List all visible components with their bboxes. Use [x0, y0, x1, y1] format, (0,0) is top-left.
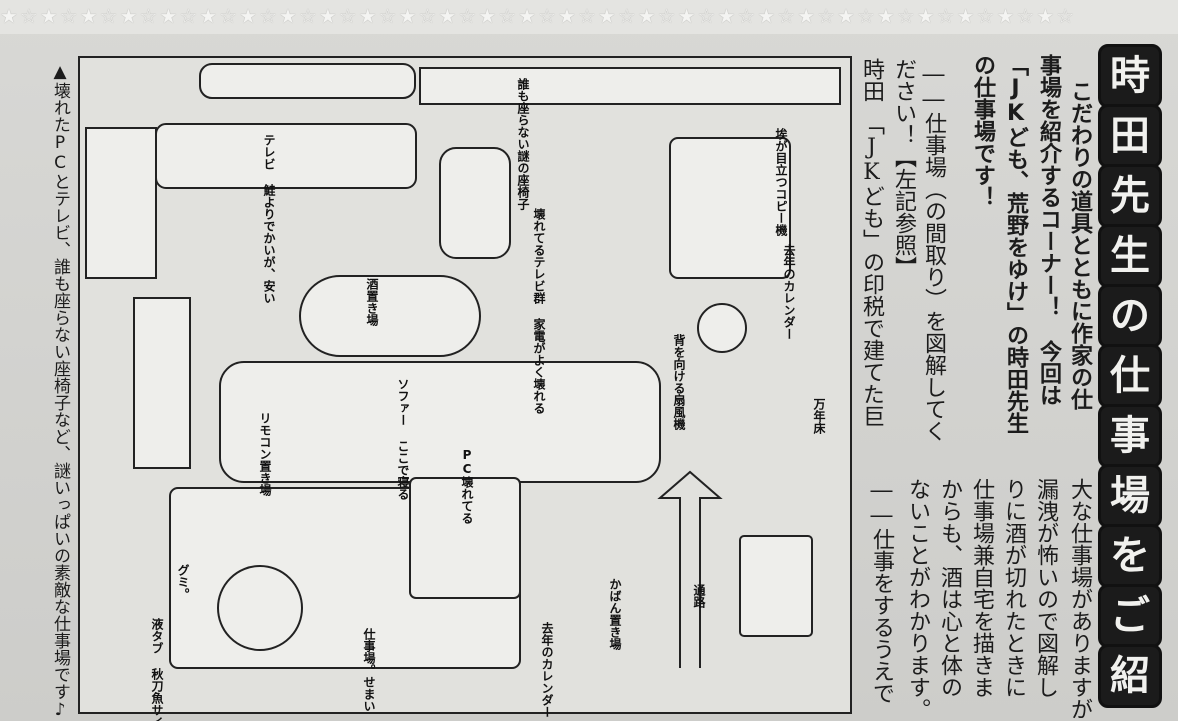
sofa-drawing — [219, 361, 661, 483]
body-line-6: りに酒が切れたときに — [1001, 478, 1026, 698]
body-line-4: 大な仕事場がありますが — [1067, 478, 1092, 720]
label-tv: テレビ 鮭よりでかいが、安い — [262, 134, 276, 304]
title-char: 時 — [1098, 44, 1162, 108]
title-char: 田 — [1098, 104, 1162, 168]
lead-line-4: の仕事場です！ — [970, 54, 995, 208]
title-char: 生 — [1098, 224, 1162, 288]
title-char: を — [1098, 524, 1162, 588]
title-column: 時 田 先 生 の 仕 事 場 を ご 紹 — [1098, 44, 1162, 721]
label-gummy: グミ。 — [176, 564, 190, 600]
lead-line-2: 事場を紹介するコーナー！ 今回は — [1036, 54, 1061, 406]
label-remote: リモコン置き場 — [258, 412, 272, 496]
body-line-3: 時田 「JKども」の印税で建てた巨 — [859, 58, 884, 427]
floor-plan-drawing — [85, 63, 841, 669]
label-sofa: ソファー ここで寝る — [396, 378, 410, 500]
label-tablet: 液タブ 秋刀魚サイズ — [150, 618, 164, 721]
label-liquor-shelf: 酒置き場 — [365, 278, 379, 326]
table-drawing — [299, 275, 481, 357]
chair-drawing — [439, 147, 511, 259]
lead-line-1: こだわりの道具とともに作家の仕 — [1067, 80, 1092, 410]
title-char: の — [1098, 284, 1162, 348]
label-workspace: 仕事場。せまい — [362, 628, 376, 712]
label-broken-tvs: 壊れてるテレビ群 家電がよく壊れる — [532, 208, 546, 414]
title-char: 紹 — [1098, 644, 1162, 708]
bookshelf — [133, 297, 191, 469]
title-char: 場 — [1098, 464, 1162, 528]
label-calendar-bottom: 去年のカレンダー — [540, 622, 554, 718]
body-line-5: 漏洩が怖いので図解し — [1033, 478, 1058, 698]
label-pc: PC壊れてる — [460, 448, 474, 524]
label-mystery-chair: 誰も座らない謎の座椅子 — [516, 78, 530, 210]
tv-drawing — [155, 123, 417, 189]
copier-drawing — [669, 137, 791, 279]
label-futon: 万年床 — [812, 398, 826, 434]
label-calendar-top: 去年のカレンダー — [782, 244, 796, 340]
title-char: 仕 — [1098, 344, 1162, 408]
body-line-9: ないことがわかります。 — [905, 478, 930, 720]
label-fan: 背を向ける扇風機 — [672, 334, 686, 430]
top-shelf — [199, 63, 416, 99]
title-char: 事 — [1098, 404, 1162, 468]
body-line-8: からも、酒は心と体の — [937, 478, 962, 698]
label-copier: 埃が目立つコピー機 — [774, 128, 788, 236]
label-aisle: 通路 — [692, 584, 706, 608]
fan-drawing — [697, 303, 747, 353]
title-char: ご — [1098, 584, 1162, 648]
book-stack — [739, 535, 813, 637]
aisle-arrow — [657, 470, 723, 668]
title-char: 先 — [1098, 164, 1162, 228]
label-bag: かばん置き場 — [608, 578, 622, 650]
person-drawing — [217, 565, 303, 651]
window — [85, 127, 157, 279]
body-line-7: 仕事場兼自宅を描きま — [969, 478, 994, 698]
body-line-1: ――仕事場（の間取り）を図解してく — [921, 62, 946, 442]
body-line-10: ――仕事をするうえで — [869, 478, 894, 704]
laptop-drawing — [409, 477, 521, 599]
body-line-2: ださい！【左記参照】 — [891, 58, 916, 278]
curtain — [419, 67, 841, 105]
lead-line-3: 「JKども、荒野をゆけ」の時田先生 — [1003, 54, 1028, 434]
floor-plan-illustration: テレビ 鮭よりでかいが、安い 誰も座らない謎の座椅子 埃が目立つコピー機 壊れて… — [78, 56, 852, 721]
star-border-strip: ★☆★☆★☆★☆★☆★☆★☆★☆★☆★☆★☆★☆★☆★☆★☆★☆★☆★☆★☆★☆… — [0, 0, 1178, 34]
illustration-caption: ▲壊れたPCとテレビ、誰も座らない座椅子など、謎いっぱいの素敵な仕事場です♪ — [50, 62, 70, 720]
